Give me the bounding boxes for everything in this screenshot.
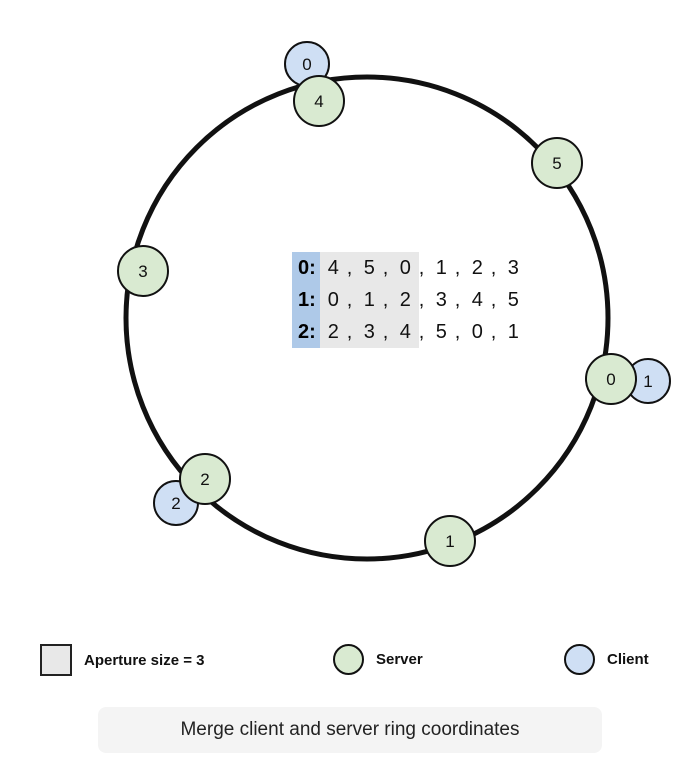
aperture-cell-separator: , [346, 316, 356, 348]
aperture-swatch-icon [40, 644, 72, 676]
aperture-row-values: 0,1,2,3,4,5 [319, 284, 527, 316]
legend: Aperture size = 3 Server Client [0, 630, 700, 692]
server-node-label: 4 [314, 91, 324, 111]
server-node-label: 3 [138, 261, 148, 281]
aperture-row-label: 1: [292, 284, 320, 316]
legend-item-client: Client [564, 644, 649, 675]
aperture-cell-separator: , [454, 320, 461, 343]
aperture-cell-separator: , [418, 288, 425, 311]
aperture-cell: 5 [507, 288, 519, 311]
aperture-table-row: 1:0,1,2,3,4,5 [292, 284, 527, 316]
aperture-cell: 0 [319, 284, 347, 316]
aperture-cell: 2 [319, 316, 347, 348]
legend-label-client: Client [607, 651, 649, 668]
aperture-cell: 1 [355, 284, 383, 316]
server-node-1[interactable]: 1 [424, 515, 476, 567]
aperture-table-row: 2:2,3,4,5,0,1 [292, 316, 527, 348]
aperture-cell: 3 [435, 288, 447, 311]
server-node-label: 1 [445, 531, 455, 551]
legend-label-server: Server [376, 651, 423, 668]
aperture-cell-separator: , [346, 284, 356, 316]
legend-item-server: Server [333, 644, 423, 675]
aperture-cell-separator: , [490, 288, 497, 311]
client-swatch-icon [564, 644, 595, 675]
aperture-cell-separator: , [418, 256, 425, 279]
client-node-label: 0 [302, 54, 312, 74]
caption-box: Merge client and server ring coordinates [98, 707, 602, 753]
server-node-5[interactable]: 5 [531, 137, 583, 189]
aperture-cell-separator: , [346, 252, 356, 284]
caption-text: Merge client and server ring coordinates [180, 719, 520, 740]
aperture-cell: 3 [507, 256, 519, 279]
aperture-cell: 4 [391, 316, 419, 348]
server-node-2[interactable]: 2 [179, 453, 231, 505]
legend-item-aperture: Aperture size = 3 [40, 644, 204, 676]
aperture-cell-separator: , [454, 256, 461, 279]
aperture-cell: 0 [471, 320, 483, 343]
aperture-row-label: 0: [292, 252, 320, 284]
server-swatch-icon [333, 644, 364, 675]
server-node-3[interactable]: 3 [117, 245, 169, 297]
aperture-cell: 2 [391, 284, 419, 316]
aperture-row-values: 2,3,4,5,0,1 [319, 316, 527, 348]
aperture-cell-separator: , [490, 320, 497, 343]
aperture-row-values: 4,5,0,1,2,3 [319, 252, 527, 284]
server-node-label: 0 [606, 369, 616, 389]
aperture-cell: 1 [435, 256, 447, 279]
aperture-cell: 3 [355, 316, 383, 348]
aperture-row-label: 2: [292, 316, 320, 348]
legend-label-aperture: Aperture size = 3 [84, 651, 205, 669]
client-node-label: 2 [171, 493, 181, 513]
aperture-cell: 0 [391, 252, 419, 284]
aperture-cell-separator: , [490, 256, 497, 279]
aperture-cell: 2 [471, 256, 483, 279]
aperture-cell: 4 [319, 252, 347, 284]
aperture-cell: 4 [471, 288, 483, 311]
consistent-hash-ring-circle [123, 74, 611, 562]
server-node-label: 5 [552, 153, 562, 173]
aperture-cell: 1 [507, 320, 519, 343]
server-node-label: 2 [200, 469, 210, 489]
aperture-cell-separator: , [382, 316, 392, 348]
server-node-4[interactable]: 4 [293, 75, 345, 127]
client-node-label: 1 [643, 371, 653, 391]
aperture-cell-separator: , [418, 320, 425, 343]
aperture-cell-separator: , [382, 284, 392, 316]
aperture-cell-separator: , [382, 252, 392, 284]
ring-circle-svg [123, 74, 611, 562]
server-node-0[interactable]: 0 [585, 353, 637, 405]
aperture-cell: 5 [435, 320, 447, 343]
aperture-table-row: 0:4,5,0,1,2,3 [292, 252, 527, 284]
aperture-cell: 5 [355, 252, 383, 284]
aperture-cell-separator: , [454, 288, 461, 311]
